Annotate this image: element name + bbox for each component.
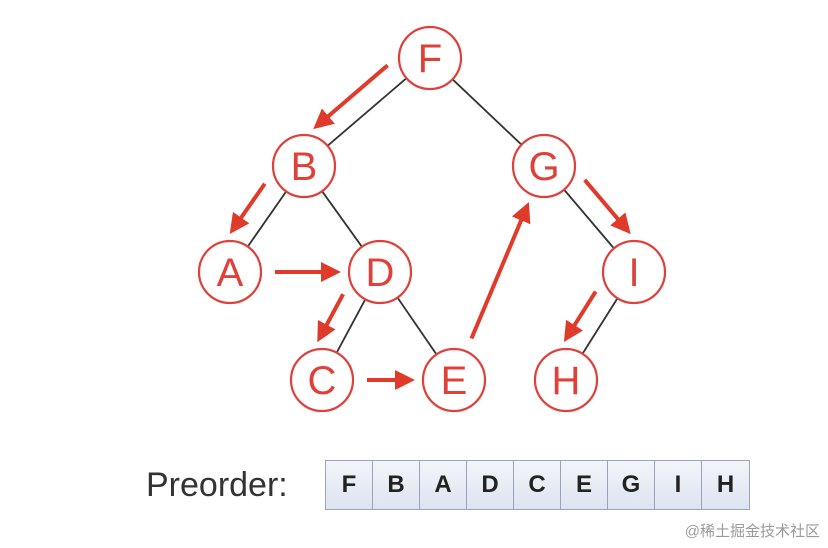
sequence-cell: C [514,461,561,509]
traversal-arrow-I-H [563,290,598,343]
traversal-arrow-E-G [469,201,531,340]
sequence-cell: A [420,461,467,509]
node-label: F [418,37,442,81]
node-label: I [628,251,639,295]
traversal-arrow-B-A [229,182,267,234]
node-label: B [291,145,318,189]
node-label: E [441,359,468,403]
sequence-cell: H [702,461,749,509]
node-circle [601,239,667,305]
node-E: E [421,347,487,413]
sequence-cell: B [373,461,420,509]
traversal-arrow-D-C [317,293,345,343]
node-circle [271,133,337,199]
node-label: H [552,359,581,403]
node-G: G [511,133,577,199]
node-circle [197,239,263,305]
node-I: I [601,239,667,305]
edge-F-B [326,77,408,147]
node-label: G [528,145,559,189]
node-B: B [271,133,337,199]
sequence-cell: F [326,461,373,509]
node-C: C [289,347,355,413]
edge-D-C [335,298,367,354]
preorder-label: Preorder: [146,466,288,504]
node-label: A [217,251,244,295]
tree-edges [247,77,619,355]
tree-nodes: F B G A D I C E H [197,25,667,413]
node-circle [421,347,487,413]
watermark: @稀土掘金技术社区 [684,523,820,540]
node-circle [397,25,463,91]
node-H: H [533,347,599,413]
node-circle [511,133,577,199]
edge-F-G [451,78,523,146]
node-A: A [197,239,263,305]
node-label: D [366,251,395,295]
sequence-cell: G [608,461,655,509]
traversal-arrow-F-B [313,63,389,130]
node-D: D [347,239,413,305]
edge-B-D [321,190,363,248]
edge-D-E [396,297,438,355]
sequence-cell: D [467,461,514,509]
node-circle [533,347,599,413]
node-label: C [308,359,337,403]
node-circle [289,347,355,413]
edge-G-I [563,189,615,249]
traversal-arrow-G-I [583,178,631,235]
edge-B-A [247,190,287,248]
sequence-cell: E [561,461,608,509]
edge-I-H [581,297,619,355]
traversal-arrows [229,63,631,390]
node-F: F [397,25,463,91]
node-circle [347,239,413,305]
sequence-cell: I [655,461,702,509]
